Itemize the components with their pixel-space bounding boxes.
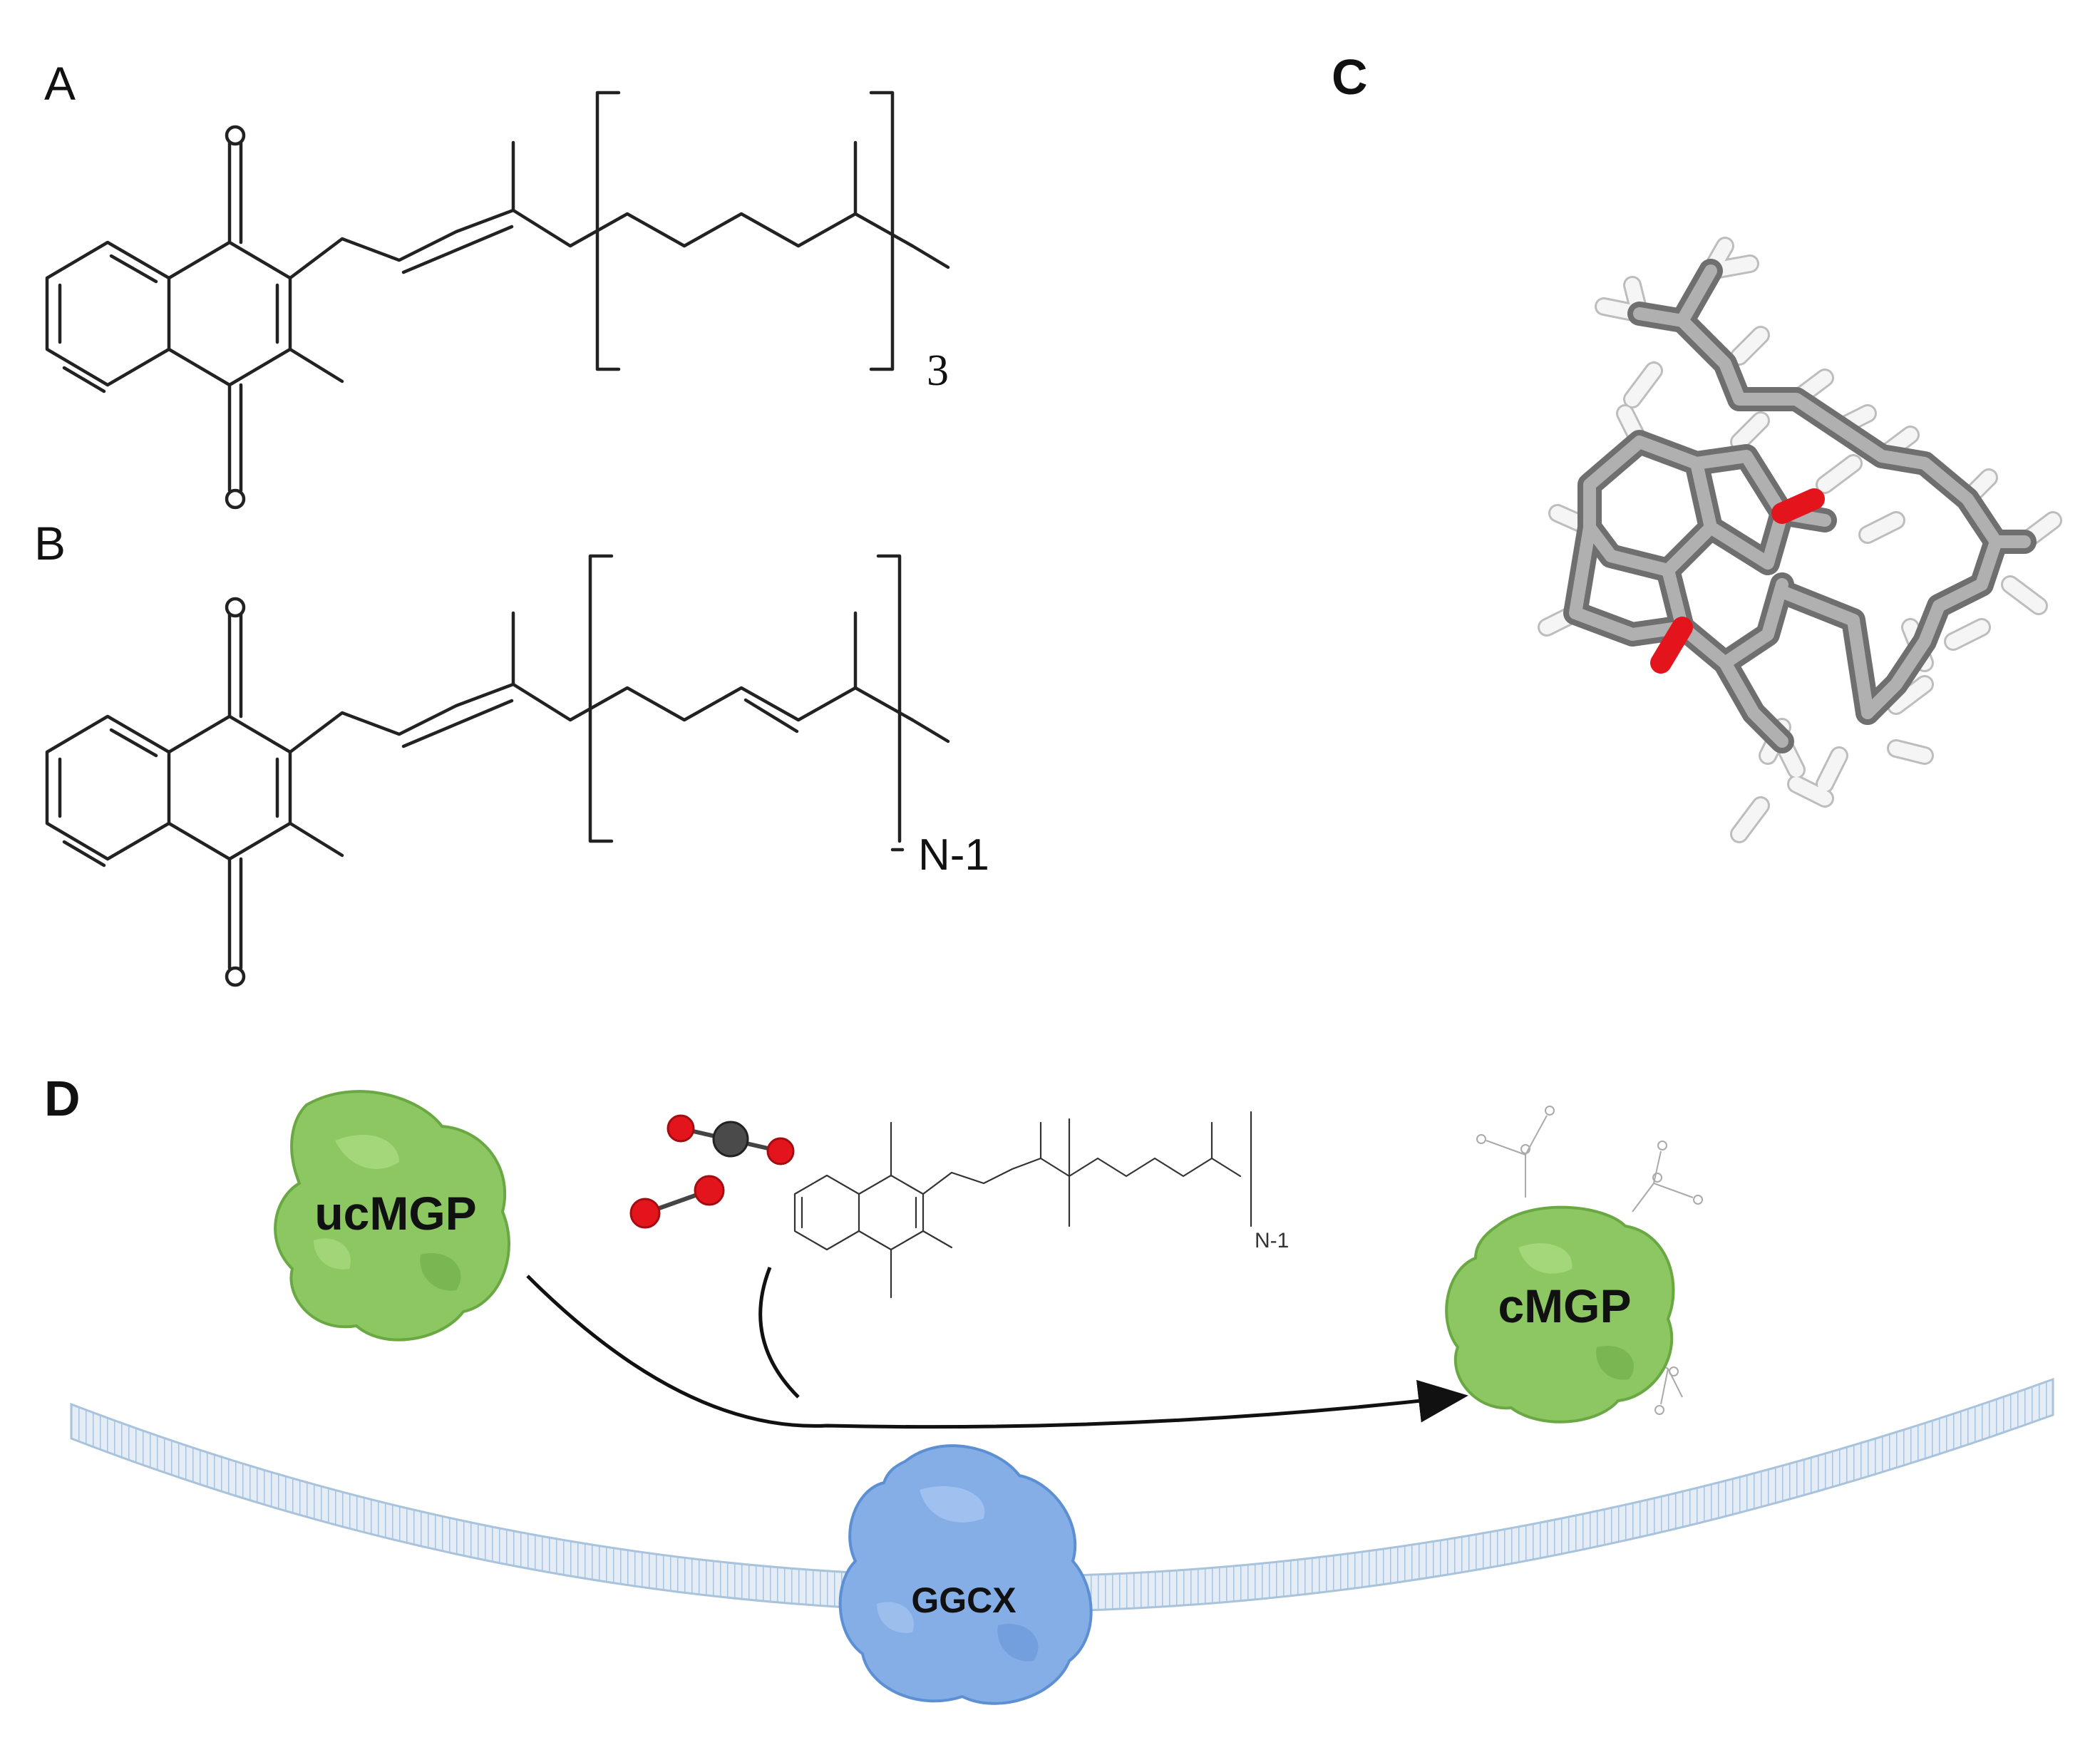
panel-c-label: C (1332, 49, 1368, 105)
panel-b-label: B (34, 517, 66, 570)
panel-a: A 3 (44, 57, 950, 510)
cell-membrane (70, 1377, 2054, 1613)
carboxyl-groups (1476, 1106, 1703, 1415)
hydrogen-atoms (1538, 237, 2062, 843)
cmgp-protein: cMGP (1445, 1106, 1703, 1424)
panel-b: B N-1 (34, 517, 989, 987)
ucmgp-protein: ucMGP (274, 1090, 510, 1342)
ucmgp-label: ucMGP (314, 1187, 476, 1240)
hydrogen-atoms-highlight (1540, 239, 2060, 841)
carbon-dioxide-molecule-icon (666, 1114, 795, 1165)
oxygen-atoms (1650, 488, 1825, 674)
panel-d-repeat-subscript: N-1 (1255, 1229, 1289, 1252)
stick-model (1538, 237, 2062, 843)
panel-c: C (1332, 49, 2062, 843)
panel-d-label: D (44, 1071, 81, 1126)
vitamin-k-structure-small: N-1 (793, 1111, 1289, 1299)
carbon-skeleton-highlight (1569, 264, 2031, 748)
cmgp-label: cMGP (1498, 1280, 1631, 1332)
panel-a-repeat-subscript: 3 (927, 346, 949, 395)
reaction-arrow-icon (526, 1267, 1468, 1429)
vitamin-k1-structure (45, 91, 950, 510)
oxygen-molecule-icon (629, 1175, 725, 1229)
panel-a-label: A (44, 57, 76, 110)
panel-b-repeat-subscript: N-1 (918, 830, 989, 880)
ggcx-enzyme: GGCX (838, 1444, 1093, 1705)
ggcx-label: GGCX (911, 1580, 1016, 1620)
panel-d: D ucMGP (44, 1071, 2054, 1705)
vitamin-k2-structure (45, 554, 950, 987)
